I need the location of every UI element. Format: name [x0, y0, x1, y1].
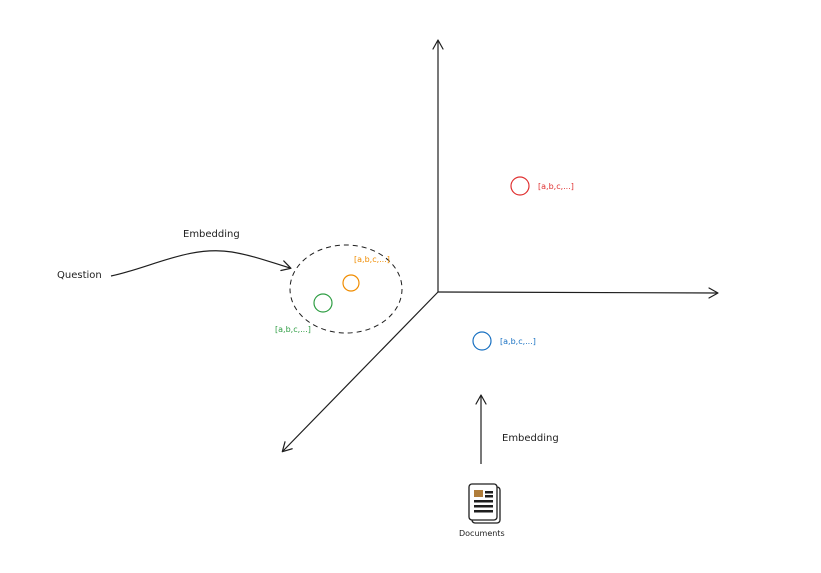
vector-label-blue: [a,b,c,...] [500, 337, 536, 346]
vector-point-red: [a,b,c,...] [510, 176, 574, 196]
question-embedding-arrow [110, 250, 292, 277]
vector-point-green: [a,b,c,...] [275, 293, 333, 334]
vector-circle-blue [472, 331, 492, 351]
vector-point-orange: [a,b,c,...] [342, 255, 390, 292]
vector-label-green: [a,b,c,...] [275, 325, 311, 334]
vector-circle-orange [342, 274, 360, 292]
question-label: Question [57, 270, 102, 281]
document-icon [468, 483, 501, 524]
vector-label-red: [a,b,c,...] [538, 182, 574, 191]
similarity-cluster-outline [289, 244, 403, 334]
vector-circle-red [510, 176, 530, 196]
vector-label-orange: [a,b,c,...] [354, 255, 390, 264]
axes [281, 39, 719, 453]
embedding-label-bottom: Embedding [502, 433, 559, 444]
x-axis [437, 287, 719, 299]
embedding-label-top: Embedding [183, 229, 240, 240]
vector-circle-green [313, 293, 333, 313]
documents-label: Documents [459, 529, 505, 538]
vector-point-blue: [a,b,c,...] [472, 331, 536, 351]
z-axis [281, 291, 439, 453]
